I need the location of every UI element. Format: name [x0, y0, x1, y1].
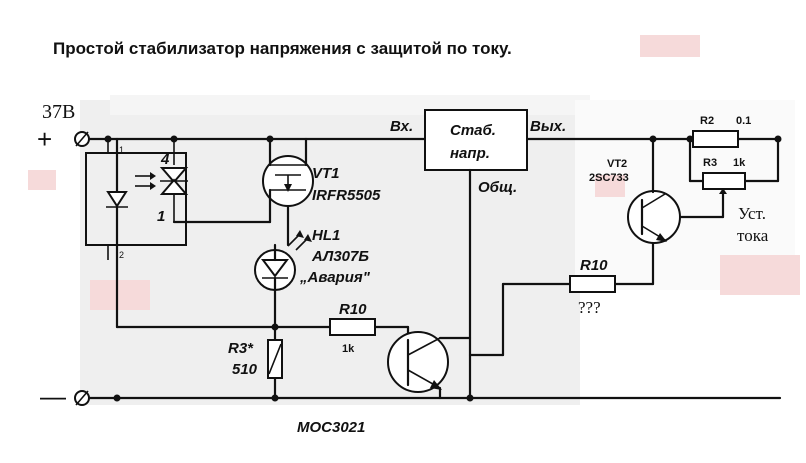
opto-pin2: 2	[119, 250, 124, 260]
shunt-network-wires	[688, 137, 780, 183]
led-hl1-icon	[254, 230, 312, 332]
vt1-ref: VT1	[312, 165, 340, 182]
vt2-type: 2SC733	[589, 172, 629, 184]
vt2-ref: VT2	[607, 158, 627, 170]
resistor-r3-left	[267, 339, 283, 379]
r3-left-ref: R3*	[228, 340, 254, 357]
current-set-line1: Уст.	[738, 204, 766, 223]
r2-ref: R2	[700, 115, 714, 127]
optocoupler-moc3021	[85, 137, 272, 329]
stabilizer-line1: Стаб.	[450, 122, 496, 139]
resistor-r2	[692, 130, 739, 148]
hl1-type: АЛ307Б	[311, 248, 369, 265]
stabilizer-block	[424, 109, 528, 171]
r3-right-ref: R3	[703, 157, 717, 169]
r3-left-value: 510	[232, 361, 258, 378]
vt1-type: IRFR5505	[312, 187, 381, 204]
r10-lower-value: 1k	[342, 343, 355, 355]
opto-triac-icon	[159, 167, 189, 184]
opto-pin1b: 1	[157, 208, 165, 225]
plus-sign: +	[37, 124, 52, 154]
minus-terminal-icon	[74, 390, 90, 406]
stabilizer-common-wire	[468, 168, 505, 400]
minus-sign: —	[40, 381, 66, 411]
resistor-r10-lower	[329, 318, 376, 336]
mosfet-vt1-icon	[262, 137, 314, 247]
upper-r10-wires	[501, 238, 655, 286]
stabilizer-line2: напр.	[450, 145, 490, 162]
r3-right-value: 1k	[733, 157, 746, 169]
hl1-note: „Авария"	[299, 269, 371, 286]
r10-lower-ref: R10	[339, 301, 367, 318]
stabilizer-input: Вх.	[390, 118, 413, 135]
opto-pin1: 1	[119, 145, 124, 155]
stabilizer-common: Общ.	[478, 179, 517, 196]
r10-upper-value: ???	[578, 298, 601, 317]
supply-voltage-label: 37В	[42, 101, 75, 123]
potentiometer-r3-right	[702, 172, 746, 205]
resistor-r10-upper	[569, 275, 616, 293]
r2-value: 0.1	[736, 115, 751, 127]
current-set-line2: тока	[737, 226, 769, 245]
plus-terminal-icon	[74, 131, 90, 147]
optocoupler-label: MOC3021	[297, 419, 365, 436]
hl1-ref: HL1	[312, 227, 340, 244]
transistor-vt2-icon	[627, 137, 725, 244]
r10-upper-ref: R10	[580, 257, 608, 274]
diagram-title: Простой стабилизатор напряжения с защито…	[53, 39, 512, 58]
transistor-lower-icon	[387, 331, 472, 400]
opto-pin4: 4	[160, 151, 170, 168]
stabilizer-output: Вых.	[530, 118, 566, 135]
